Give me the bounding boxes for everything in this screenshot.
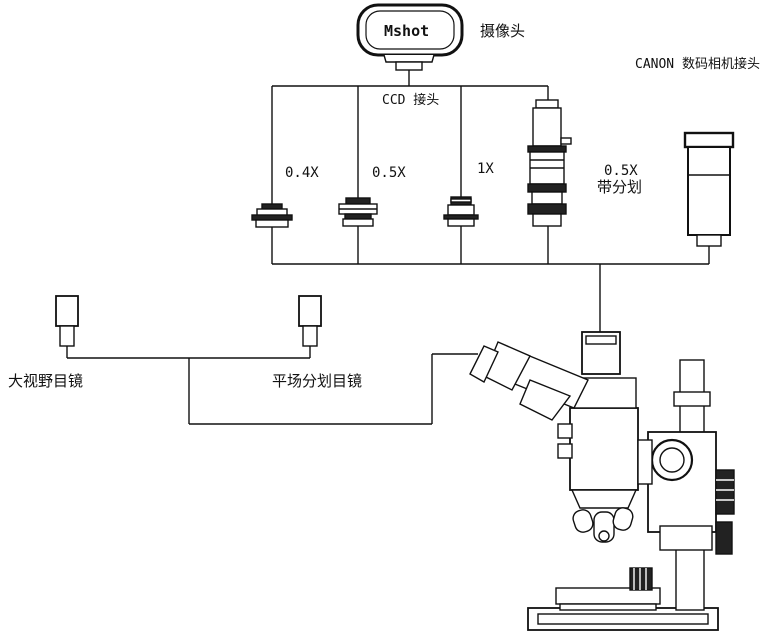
ccd-adapter-1x-icon bbox=[443, 196, 479, 227]
mag-05x-label: 0.5X bbox=[372, 165, 406, 181]
connector-lines bbox=[66, 70, 710, 425]
wide-eyepiece-label: 大视野目镜 bbox=[8, 372, 84, 390]
wide-eyepiece-icon bbox=[55, 295, 79, 347]
flatfield-reticle-eyepiece-label: 平场分划目镜 bbox=[272, 372, 363, 390]
mag-05x-reticle-note-label: 带分划 bbox=[597, 178, 643, 196]
camera-brand-label: Mshot bbox=[384, 22, 430, 40]
camera-label: 摄像头 bbox=[480, 22, 526, 40]
ccd-adapter-05x-icon bbox=[338, 197, 378, 227]
ccd-adapter-04x-icon bbox=[251, 203, 293, 228]
microscope-icon bbox=[469, 331, 735, 631]
mag-04x-label: 0.4X bbox=[285, 165, 319, 181]
mag-05x-reticle-value-label: 0.5X bbox=[604, 163, 638, 179]
flatfield-reticle-eyepiece-icon bbox=[298, 295, 322, 347]
mag-1x-label: 1X bbox=[477, 161, 494, 177]
ccd-adapter-05x-reticle-icon bbox=[527, 99, 572, 227]
ccd-adapter-label: CCD 接头 bbox=[382, 93, 440, 108]
camera-icon bbox=[356, 3, 464, 71]
canon-adapter-icon bbox=[683, 131, 735, 247]
canon-adapter-label: CANON 数码相机接头 bbox=[635, 57, 760, 72]
